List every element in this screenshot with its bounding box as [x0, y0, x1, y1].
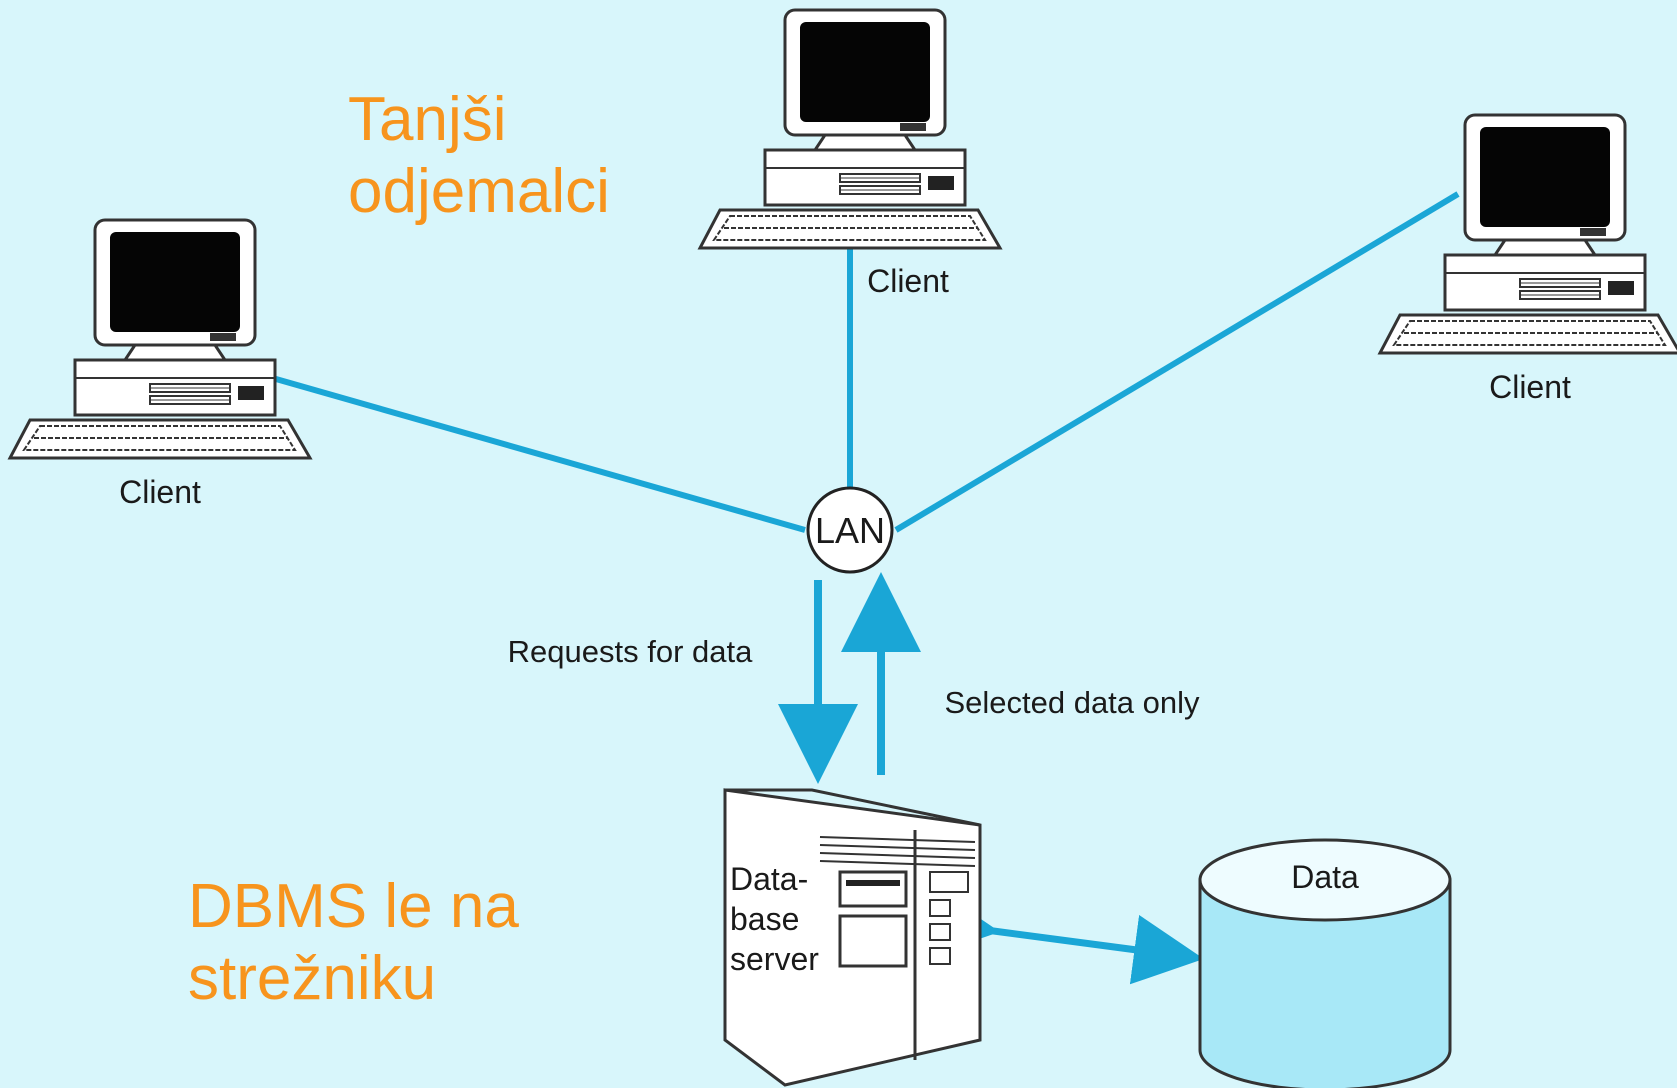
- server-icon: Data- base server: [723, 788, 982, 1087]
- link-right-client: [894, 191, 1460, 533]
- data-store-label: Data: [1291, 859, 1359, 895]
- link-left-client: [261, 372, 806, 533]
- responses-label: Selected data only: [944, 685, 1200, 720]
- server-label-line3: server: [730, 941, 819, 977]
- server-label-line2: base: [730, 901, 799, 937]
- dbms-line1: DBMS le na: [188, 872, 519, 941]
- client-label-top: Client: [867, 263, 949, 299]
- lan-label: LAN: [815, 510, 885, 551]
- thin-clients-line2: odjemalci: [348, 157, 610, 226]
- requests-label: Requests for data: [508, 634, 753, 669]
- lan-hub: LAN: [806, 486, 894, 574]
- computer-icon: [1378, 113, 1677, 355]
- thin-clients-line1: Tanjši: [348, 85, 507, 154]
- database-icon: Data: [1198, 838, 1452, 1088]
- server-data-link: [925, 887, 1204, 985]
- server-label-line1: Data-: [730, 861, 808, 897]
- dbms-line2: strežniku: [188, 944, 437, 1013]
- computer-icon: [698, 8, 1002, 250]
- client-label-left: Client: [119, 474, 201, 510]
- dbms-heading: DBMS le na strežniku: [188, 871, 519, 1015]
- computer-icon: [8, 218, 312, 460]
- client-label-right: Client: [1489, 369, 1571, 405]
- thin-clients-heading: Tanjši odjemalci: [348, 84, 610, 228]
